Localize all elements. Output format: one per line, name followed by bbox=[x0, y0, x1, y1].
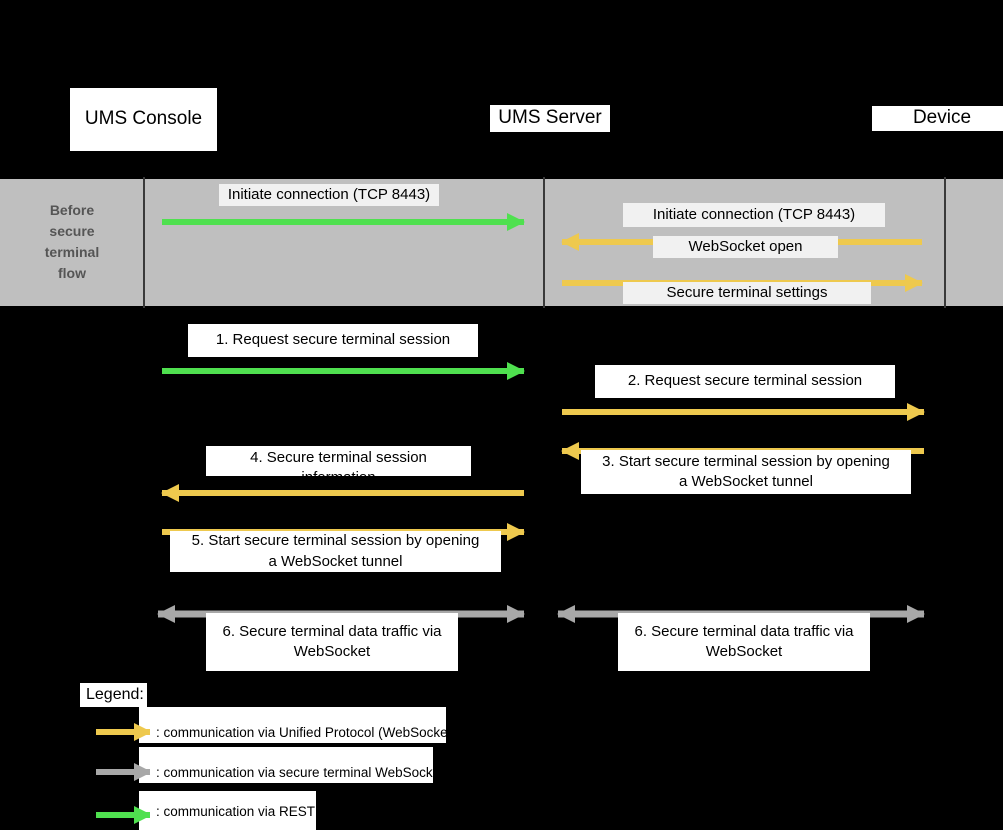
arrow-head-right-icon bbox=[507, 213, 525, 231]
arrow-shaft bbox=[96, 769, 151, 775]
arrow-head-right-icon bbox=[134, 763, 152, 781]
message-label-6-console-server: 6. Secure terminal data traffic via WebS… bbox=[206, 613, 458, 671]
arrow-head-right-icon bbox=[507, 605, 525, 623]
phase-band-label-line-2: secure bbox=[49, 223, 95, 239]
phase-band-label-line-4: flow bbox=[58, 265, 86, 281]
message-label-6-server-device: 6. Secure terminal data traffic via WebS… bbox=[618, 613, 870, 671]
legend-label-rest: : communication via REST bbox=[150, 800, 316, 822]
band-divider-console bbox=[143, 177, 145, 308]
arrow-head-left-icon bbox=[557, 605, 575, 623]
arrow-head-right-icon bbox=[907, 403, 925, 421]
message-arrow-4 bbox=[161, 484, 524, 502]
arrow-head-right-icon bbox=[507, 523, 525, 541]
legend-arrow-secure-terminal-websocket bbox=[96, 763, 152, 781]
arrow-head-right-icon bbox=[907, 605, 925, 623]
arrow-shaft bbox=[562, 409, 924, 415]
band-divider-device bbox=[944, 177, 946, 308]
message-label-3: 3. Start secure terminal session by open… bbox=[581, 450, 911, 494]
message-label-1: 1. Request secure terminal session bbox=[188, 324, 478, 357]
actor-ums-server: UMS Server bbox=[490, 105, 610, 132]
phase-band-label-line-1: Before bbox=[49, 202, 95, 218]
arrow-head-right-icon bbox=[134, 723, 152, 741]
arrow-shaft bbox=[96, 729, 151, 735]
band-message-label-initiate-connection-device: Initiate connection (TCP 8443) bbox=[623, 203, 885, 227]
arrow-shaft bbox=[96, 812, 151, 818]
actor-ums-console: UMS Console bbox=[70, 88, 217, 151]
band-divider-server bbox=[543, 177, 545, 308]
message-label-4: 4. Secure terminal session information bbox=[206, 446, 471, 476]
legend-arrow-unified-protocol bbox=[96, 723, 152, 741]
arrow-head-right-icon bbox=[905, 274, 923, 292]
message-label-5: 5. Start secure terminal session by open… bbox=[170, 531, 501, 572]
message-label-2: 2. Request secure terminal session bbox=[595, 365, 895, 398]
arrow-head-left-icon bbox=[157, 605, 175, 623]
band-message-label-secure-terminal-settings: Secure terminal settings bbox=[623, 282, 871, 304]
arrow-shaft bbox=[162, 490, 524, 496]
actor-device: Device bbox=[872, 106, 1003, 131]
phase-band-label-line-3: terminal bbox=[44, 244, 100, 260]
arrow-head-right-icon bbox=[507, 362, 525, 380]
arrow-head-left-icon bbox=[561, 442, 579, 460]
arrow-head-left-icon bbox=[161, 484, 179, 502]
arrow-head-left-icon bbox=[561, 233, 579, 251]
band-message-label-websocket-open: WebSocket open bbox=[653, 236, 838, 258]
legend-label-unified-protocol: : communication via Unified Protocol (We… bbox=[150, 721, 456, 743]
message-arrow-1 bbox=[162, 362, 525, 380]
arrow-shaft bbox=[162, 219, 524, 225]
message-arrow-2 bbox=[562, 403, 925, 421]
arrow-head-right-icon bbox=[134, 806, 152, 824]
band-message-label-initiate-connection-console: Initiate connection (TCP 8443) bbox=[219, 184, 439, 206]
legend-arrow-rest bbox=[96, 806, 152, 824]
band-arrow-initiate-connection-console bbox=[162, 213, 525, 231]
arrow-shaft bbox=[162, 368, 524, 374]
phase-band-label: Before secure terminal flow bbox=[6, 200, 138, 284]
legend-label-secure-terminal-websocket: : communication via secure terminal WebS… bbox=[150, 761, 444, 783]
legend-title: Legend: bbox=[80, 683, 147, 707]
